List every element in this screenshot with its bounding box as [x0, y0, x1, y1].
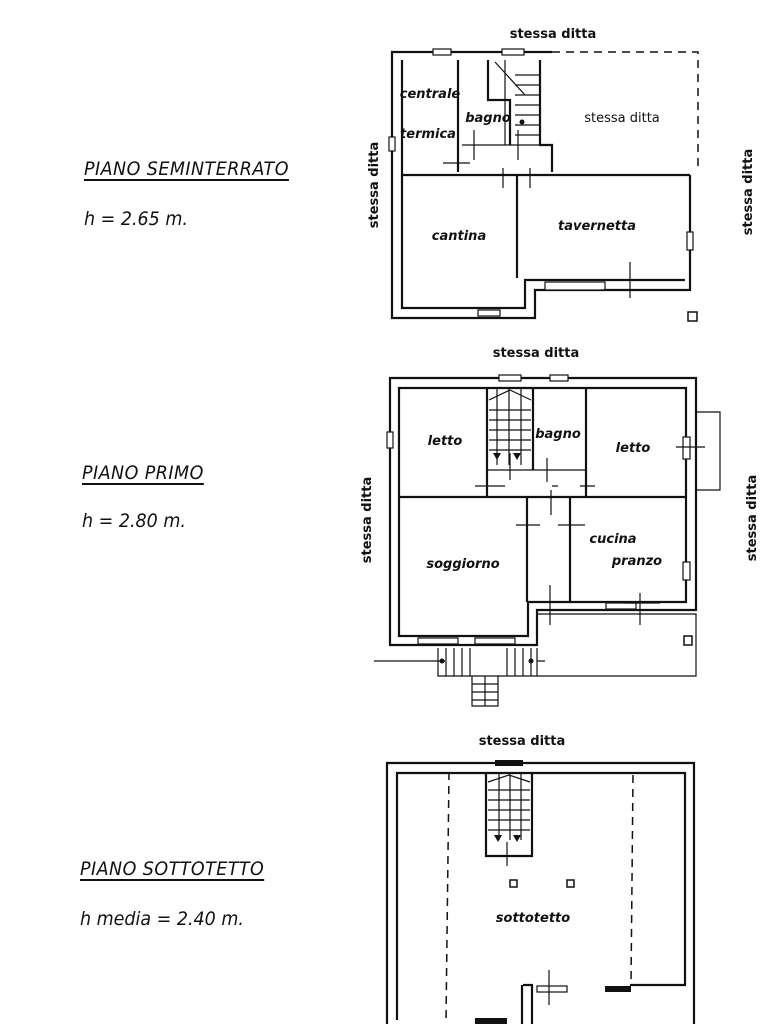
window [605, 602, 637, 610]
room-label: stessa ditta [584, 111, 660, 126]
room-label: letto [428, 434, 463, 449]
neighbor-label-right: stessa ditta [745, 475, 760, 562]
staircase [494, 60, 540, 145]
neighbor-label-top: stessa ditta [479, 734, 566, 749]
window [498, 374, 522, 382]
window [495, 760, 523, 766]
room-label: sottotetto [496, 911, 570, 926]
room-label: pranzo [611, 554, 662, 569]
neighbor-label-left: stessa ditta [360, 477, 375, 564]
room-label: cantina [432, 229, 486, 244]
neighbor-label-top: stessa ditta [510, 27, 597, 42]
window [474, 637, 516, 645]
room-label: bagno [535, 427, 581, 442]
plan-primo: stessa ditta stessa ditta stessa ditta [360, 346, 760, 707]
neighbor-label-left: stessa ditta [367, 142, 382, 229]
chimney-marker [509, 879, 518, 888]
room-label: termica [400, 127, 456, 142]
window [477, 309, 501, 317]
neighbor-label-right: stessa ditta [741, 149, 756, 236]
window [536, 985, 568, 993]
column-marker [683, 635, 693, 646]
plan-sottotetto: stessa ditta sottotetto [385, 734, 696, 1024]
floor-title-seminterrato: PIANO SEMINTERRATO [84, 158, 289, 180]
window [686, 231, 694, 251]
neighbor-label-top: stessa ditta [493, 346, 580, 361]
room-label: soggiorno [426, 557, 499, 572]
room-label: letto [616, 441, 651, 456]
staircase [488, 388, 532, 465]
window [388, 136, 396, 152]
room-label: centrale [400, 87, 461, 102]
window [417, 637, 459, 645]
room-label: bagno [465, 111, 511, 126]
floor-height-sottotetto: h media = 2.40 m. [80, 908, 244, 930]
window [475, 1018, 507, 1024]
window [432, 48, 452, 56]
window [682, 561, 691, 581]
floor-title-primo: PIANO PRIMO [82, 462, 204, 484]
chimney-marker [566, 879, 575, 888]
column-marker [687, 311, 698, 322]
window [501, 48, 525, 56]
floor-height-primo: h = 2.80 m. [82, 510, 186, 532]
window [549, 374, 569, 382]
window [605, 986, 631, 992]
floor-height-seminterrato: h = 2.65 m. [84, 208, 188, 230]
window [386, 431, 394, 449]
window [682, 436, 691, 460]
floor-title-sottotetto: PIANO SOTTOTETTO [80, 858, 265, 880]
window [544, 281, 606, 291]
staircase [487, 773, 531, 866]
plan-seminterrato: stessa ditta stessa ditta stessa ditta c… [367, 27, 756, 322]
room-label: tavernetta [558, 219, 636, 234]
room-label: cucina [589, 532, 636, 547]
